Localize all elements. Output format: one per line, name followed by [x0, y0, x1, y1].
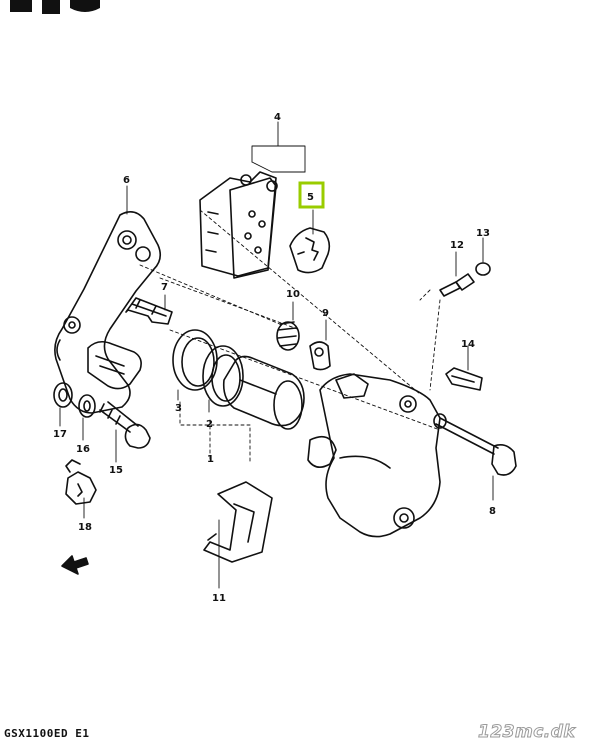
- washer-17-part: [53, 382, 73, 408]
- pad-shim-part: [289, 227, 331, 274]
- caliper-pin-part: [433, 413, 517, 476]
- callout-16: 16: [76, 444, 90, 455]
- callout-6: 6: [123, 175, 130, 186]
- washer-16-part: [78, 394, 96, 418]
- explode-lines: [139, 209, 441, 463]
- callout-11: 11: [212, 593, 226, 604]
- callout-7: 7: [161, 282, 168, 293]
- callout-9: 9: [322, 308, 329, 319]
- callout-15: 15: [109, 465, 123, 476]
- header-fragment: [10, 0, 100, 14]
- callout-leaders: [59, 121, 494, 589]
- callout-10: 10: [286, 289, 300, 300]
- pin-bushing-part: [309, 341, 331, 371]
- callout-5-highlight-box: [298, 181, 325, 209]
- callout-14: 14: [461, 339, 475, 350]
- callout-labels: 1 2 3 4 5 6 7 8 9 10 11 12 13 14 15 16 1…: [53, 112, 496, 604]
- pad-spring-part: [125, 297, 173, 325]
- bolt-15-part: [99, 401, 151, 449]
- piston-part: [222, 355, 305, 430]
- retainer-plate-part: [445, 367, 483, 391]
- front-direction-arrow-icon: [61, 555, 89, 575]
- site-watermark: 123mc.dk: [477, 722, 576, 743]
- piston-seal-2-part: [202, 345, 244, 407]
- callout-12: 12: [450, 240, 464, 251]
- callout-2: 2: [206, 419, 213, 430]
- callout-17: 17: [53, 429, 67, 440]
- callout-18: 18: [78, 522, 92, 533]
- bolt-18-part: [65, 459, 97, 505]
- caliper-bracket-part: [54, 211, 162, 414]
- callout-4: 4: [274, 112, 281, 123]
- anti-rattle-plate-part: [203, 481, 273, 563]
- callout-13: 13: [476, 228, 490, 239]
- brake-pads-part: [199, 171, 278, 279]
- model-code-label: GSX1100ED E1: [4, 727, 90, 740]
- callout-8: 8: [489, 506, 496, 517]
- dust-boot-part: [276, 321, 300, 351]
- callout-5: 5: [307, 192, 314, 203]
- bleeder-cap-part: [475, 262, 491, 276]
- callout-1: 1: [207, 454, 214, 465]
- bleeder-valve-part: [439, 273, 475, 297]
- callout-3: 3: [175, 403, 182, 414]
- caliper-body-part: [307, 373, 441, 538]
